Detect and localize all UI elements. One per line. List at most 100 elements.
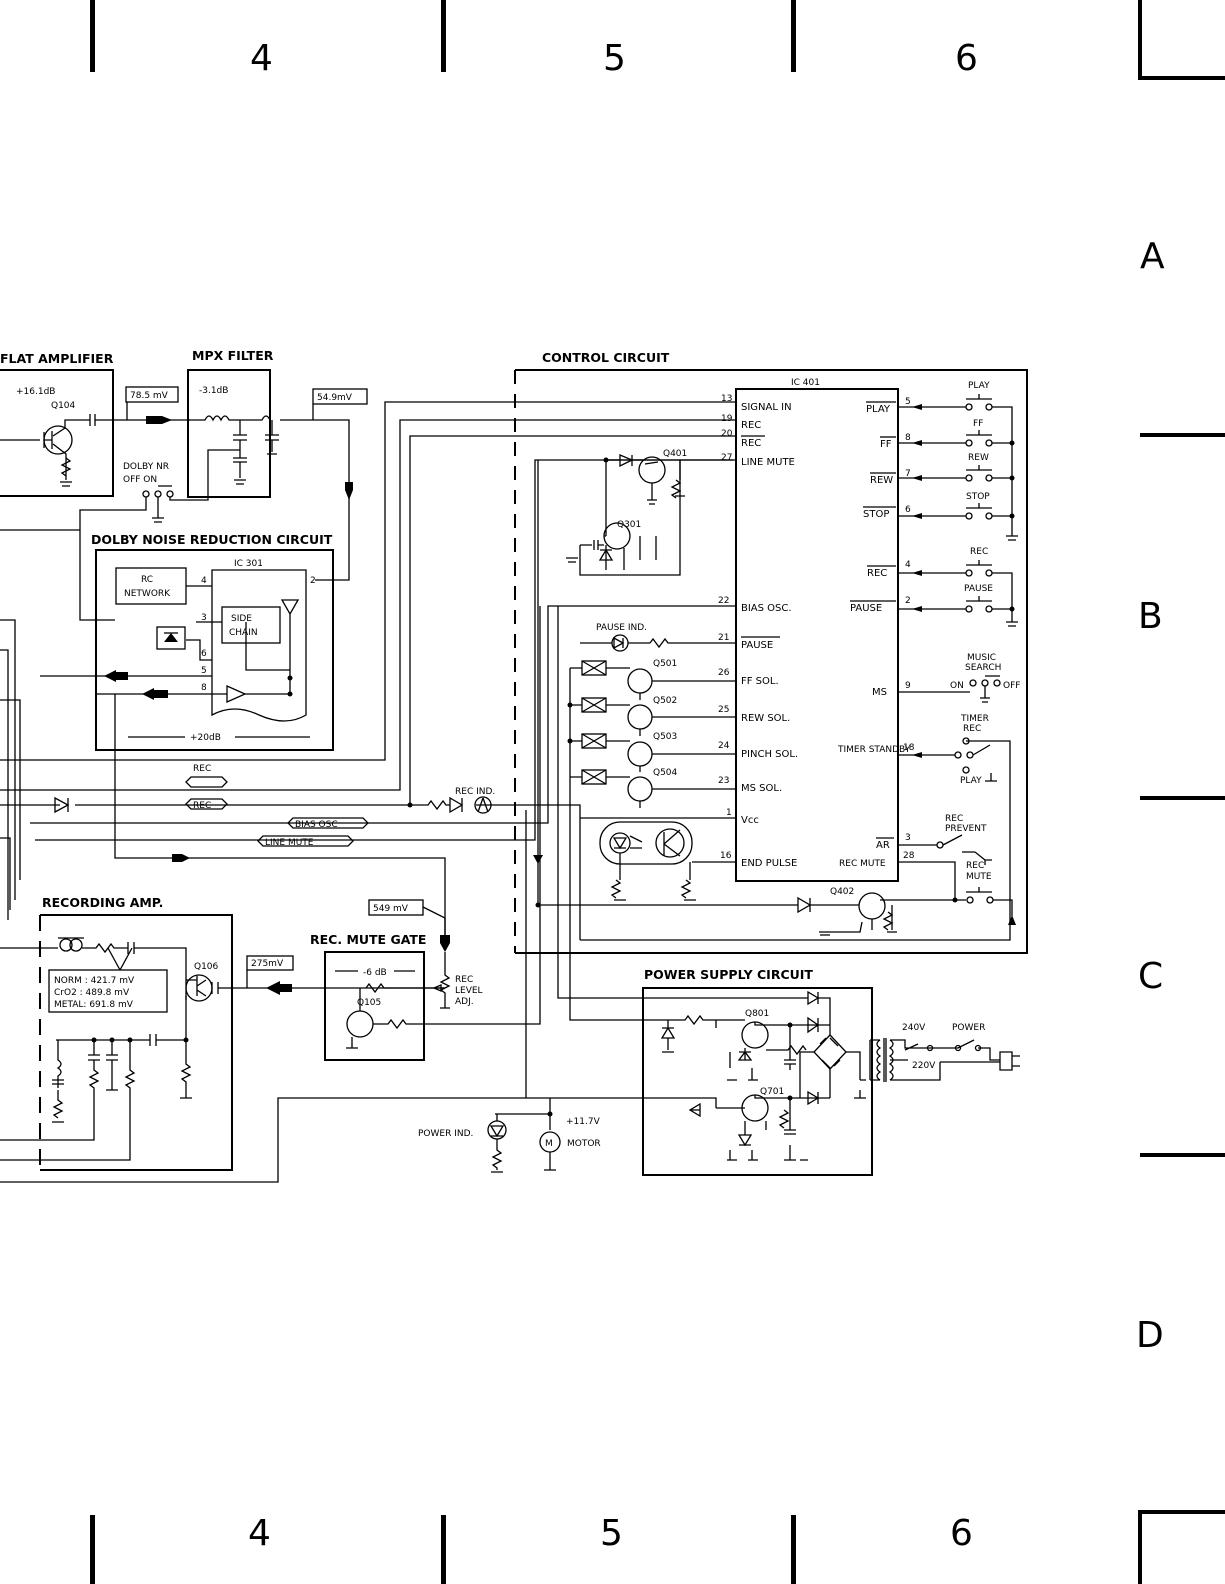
power-title: POWER SUPPLY CIRCUIT [644,967,813,982]
power-ind-label: POWER IND. [418,1129,473,1139]
pin3: 3 [905,833,911,843]
level-cro2: CrO2 : 489.8 mV [54,988,130,998]
pin27: 27 [721,453,732,463]
pin4-name: REC [867,568,887,579]
ic401-body [735,388,899,882]
sw-mute-label-1: REC [966,861,984,871]
ic301-pin-5: 5 [201,666,207,676]
pin18-name: TIMER STANDBY [837,745,911,755]
q401-label: Q401 [663,449,687,459]
level-metal: METAL: 691.8 mV [54,1000,134,1010]
dolby-gain-label: +20dB [190,733,221,743]
flat-gain-label: +16.1dB [16,387,55,397]
sw-search-label: SEARCH [965,663,1001,673]
pin28: 28 [903,851,915,861]
bus-rec-2: REC [193,801,211,811]
power-supply-section: POWER SUPPLY CIRCUIT Q801 Q701 240V 220V… [526,790,1020,1176]
column-label-5-bottom: 5 [600,1513,623,1554]
level-549mv: 549 mV [373,904,409,914]
sw-prevent-label-1: REC [945,814,963,824]
column-label-5: 5 [603,38,626,79]
sw-timer-play: PLAY [960,776,982,786]
pin18: 18 [903,743,915,753]
pin26: 26 [718,668,730,678]
level-norm: NORM : 421.7 mV [54,976,135,986]
pin19: 19 [721,414,733,424]
motor-label: MOTOR [567,1139,601,1149]
q503-label: Q503 [653,732,677,742]
flat-amplifier-section: FLAT AMPLIFIER +16.1dB Q104 [0,351,127,497]
mute-gate-title: REC. MUTE GATE [310,932,426,947]
pin22: 22 [718,596,729,606]
level-78-5mv: 78.5 mV [130,391,169,401]
sw-play-label: PLAY [968,381,990,391]
ic301-pin-3: 3 [201,613,207,623]
control-title: CONTROL CIRCUIT [542,350,670,365]
rc-network-label-2: NETWORK [124,589,171,599]
pin24: 24 [718,741,730,751]
pin7-name: REW [870,475,893,486]
rec-mute-gate-section: REC. MUTE GATE -6 dB Q105 REC LEVEL ADJ. [310,606,541,1061]
motor-m: M [545,1139,553,1149]
pin3-name: AR [876,840,890,851]
pin5-name: PLAY [866,404,891,415]
signal-arrow [146,416,172,424]
q801-label: Q801 [745,1009,769,1019]
pin22-name: BIAS OSC. [741,603,792,614]
column-label-6-bottom: 6 [950,1513,973,1554]
pin7: 7 [905,469,911,479]
rec-level-2: LEVEL [455,986,483,996]
side-chain-label-1: SIDE [231,614,252,624]
v220-label: 220V [912,1061,936,1071]
pin21-name: PAUSE [741,640,773,651]
pin13: 13 [721,394,732,404]
level-54-9mv: 54.9mV [317,393,353,403]
q402-label: Q402 [830,887,854,897]
pin25: 25 [718,705,729,715]
q301-label: Q301 [617,520,641,530]
pin16-name: END PULSE [741,858,797,869]
dolby-section: DOLBY NOISE REDUCTION CIRCUIT IC 301 RC … [40,532,334,751]
sw-ms-off: OFF [1003,681,1020,691]
dolby-title: DOLBY NOISE REDUCTION CIRCUIT [91,532,333,547]
ic401-label: IC 401 [791,378,820,388]
v240-label: 240V [902,1023,926,1033]
pin8-name: FF [880,439,892,450]
q504-label: Q504 [653,768,678,778]
pin23: 23 [718,776,729,786]
pin1: 1 [726,808,732,818]
pin8: 8 [905,433,911,443]
dolby-nr-off-on: OFF ON [123,475,157,485]
pin26-name: FF SOL. [741,676,779,687]
flat-amplifier-title: FLAT AMPLIFIER [0,351,114,366]
power-switch-label: POWER [952,1023,985,1033]
pause-ind-label: PAUSE IND. [596,623,647,633]
sw-rew-label: REW [968,453,989,463]
rec-level-1: REC [455,975,473,985]
ic401-left-pins: 13 SIGNAL IN 19 REC 20 REC 27 LINE MUTE … [718,394,798,869]
pin23-name: MS SOL. [741,783,782,794]
control-circuit-section: CONTROL CIRCUIT IC 401 [514,350,1028,954]
pin6-name: STOP [863,509,889,520]
pin25-name: REW SOL. [741,713,790,724]
transport-switches: PLAY FF REW STOP REC PAUSE MUSIC SEARCH … [580,381,1020,941]
pin19-name: REC [741,420,761,431]
sw-timer-label-1: TIMER [960,714,989,724]
pin27-name: LINE MUTE [741,457,795,468]
pin20-name: REC [741,438,761,449]
ic301-pin-2: 2 [310,576,316,586]
level-11-7v: +11.7V [566,1117,601,1127]
pin9-name: MS [872,687,887,698]
sw-pause-label: PAUSE [964,584,993,594]
pin1-name: Vcc [741,815,759,826]
pin9: 9 [905,681,911,691]
dolby-nr-label: DOLBY NR [123,462,169,472]
sw-ff-label: FF [973,419,983,429]
rec-level-3: ADJ. [455,997,474,1007]
sw-ms-on: ON [950,681,964,691]
row-label-d: D [1136,1315,1164,1356]
bus-line-mute: LINE MUTE [265,838,314,848]
row-label-a: A [1140,236,1165,277]
q105-label: Q105 [357,998,381,1008]
